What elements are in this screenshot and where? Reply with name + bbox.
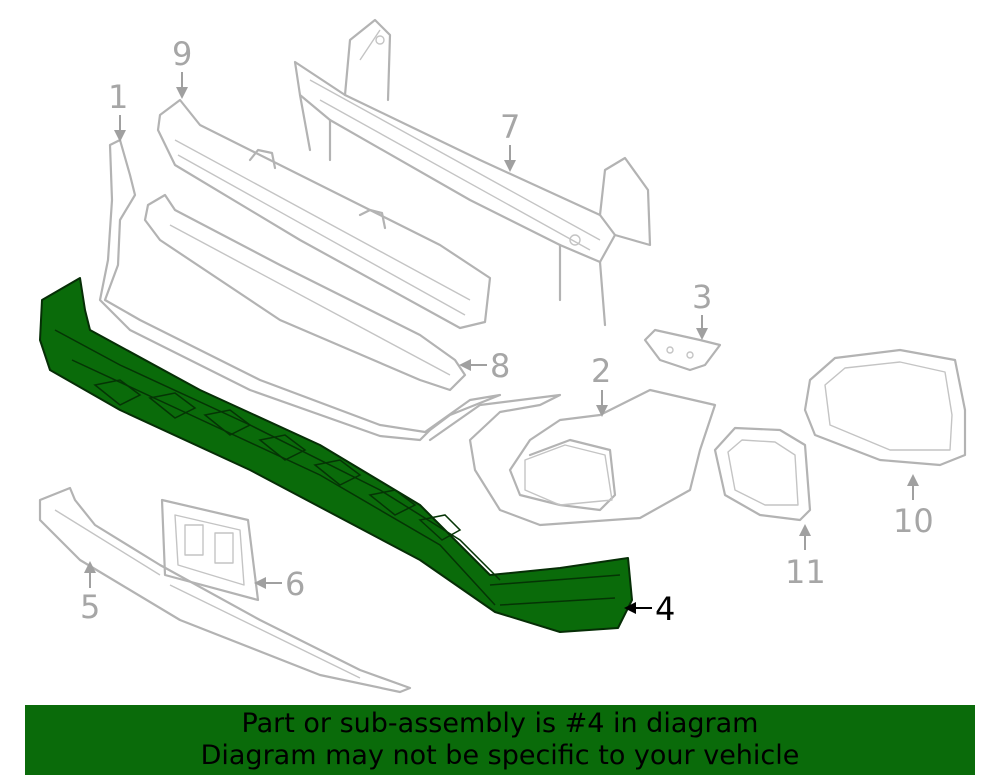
callout-3: 3 xyxy=(692,278,712,340)
callout-2: 2 xyxy=(591,352,611,417)
callout-10: 10 xyxy=(893,474,934,540)
banner-line-disclaimer: Diagram may not be specific to your vehi… xyxy=(200,740,800,771)
part-4-lower-grille[interactable] xyxy=(39,277,633,633)
part-7-reinforcement-beam[interactable] xyxy=(293,18,652,327)
callout-9: 9 xyxy=(172,35,192,99)
banner-line-part: Part or sub-assembly is #4 in diagram xyxy=(241,708,759,739)
part-3-small-bracket[interactable] xyxy=(643,328,722,372)
callout-label: 5 xyxy=(80,588,100,626)
part-9-upper-absorber[interactable] xyxy=(156,98,492,330)
callout-label: 9 xyxy=(172,35,192,73)
callout-11: 11 xyxy=(785,524,826,591)
part-11-inner-bezel[interactable] xyxy=(713,426,812,522)
part-6-license-bracket[interactable] xyxy=(160,498,260,602)
callout-6: 6 xyxy=(254,565,305,603)
callout-label: 7 xyxy=(500,108,520,146)
callout-4: 4 xyxy=(624,590,675,628)
callout-label: 3 xyxy=(692,278,712,316)
part-8-lower-trim[interactable] xyxy=(143,193,467,392)
callout-label-highlighted: 4 xyxy=(655,590,675,628)
callout-7: 7 xyxy=(500,108,520,172)
info-banner: Part or sub-assembly is #4 in diagram Di… xyxy=(25,705,975,775)
part-2-side-cover[interactable] xyxy=(428,388,717,527)
callout-label: 6 xyxy=(285,565,305,603)
part-1-bracket[interactable] xyxy=(98,138,502,442)
part-10-fog-bezel[interactable] xyxy=(803,348,967,467)
callout-5: 5 xyxy=(80,561,100,626)
callout-8: 8 xyxy=(459,347,510,385)
part-5-skid-strip[interactable] xyxy=(38,486,412,694)
callout-label: 11 xyxy=(785,553,826,591)
callout-label: 1 xyxy=(108,78,128,116)
callout-1: 1 xyxy=(108,78,128,142)
callout-label: 2 xyxy=(591,352,611,390)
callout-label: 10 xyxy=(893,502,934,540)
callout-label: 8 xyxy=(490,347,510,385)
parts-diagram: 1 2 3 4 5 6 7 8 9 10 xyxy=(38,18,967,694)
